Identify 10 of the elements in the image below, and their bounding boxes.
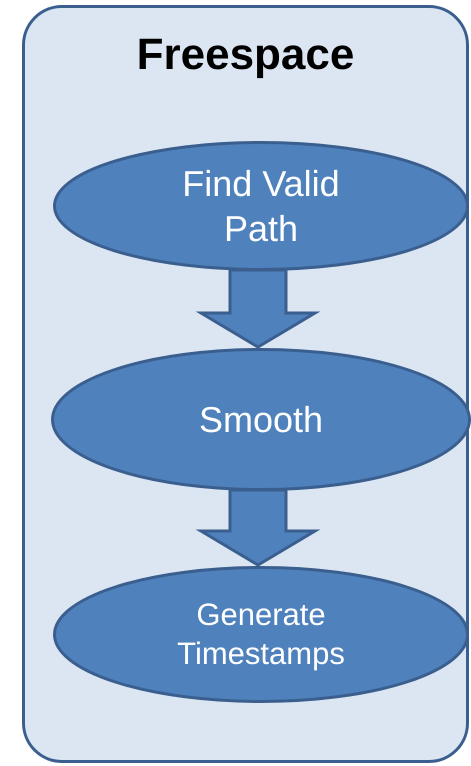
block-arrow: [196, 488, 320, 567]
step-label: Generate Timestamps: [176, 596, 346, 672]
block-arrow: [196, 268, 320, 349]
process-ellipse: [53, 141, 469, 271]
step-label: Smooth: [198, 398, 324, 442]
step-label: Find Valid Path: [181, 162, 341, 251]
process-ellipse: [51, 348, 471, 491]
group-panel: [22, 5, 469, 763]
process-ellipse: [53, 566, 469, 703]
panel-title: Freespace: [136, 29, 356, 81]
